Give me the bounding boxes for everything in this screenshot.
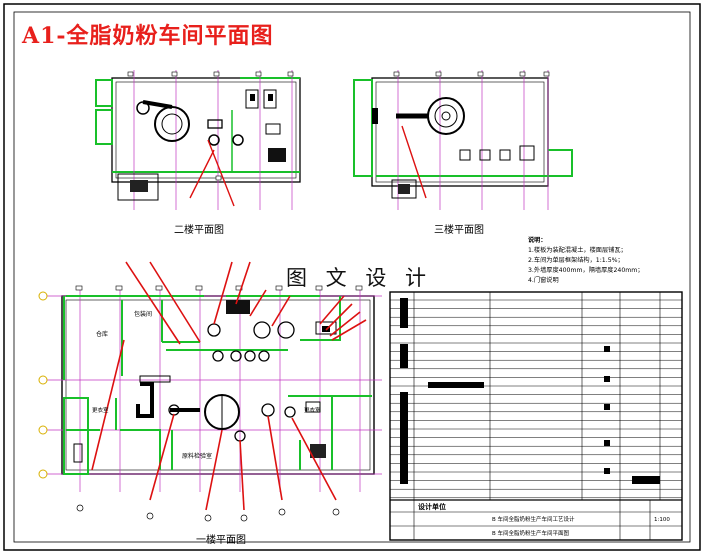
outer-frame (3, 3, 701, 551)
notes-heading: 说明： (528, 237, 547, 244)
room-material-label: 原料检验室 (182, 452, 212, 460)
first-floor-label: 一楼平面图 (196, 533, 246, 546)
inner-frame (13, 11, 691, 543)
project-name: B 车间全脂奶粉生产车间工艺设计 (492, 515, 575, 523)
room-storage-label: 仓库 (96, 330, 108, 338)
room-bag-label: 包装间 (134, 310, 152, 318)
room-changing-left-label: 更衣室 (92, 406, 109, 414)
drawing-scale: 1:100 (654, 517, 670, 523)
drawing-name: B 车间全脂奶粉生产车间平面图 (492, 529, 570, 537)
equipment-table (389, 291, 683, 541)
first-floor-plan (38, 261, 382, 522)
third-floor-plan (353, 70, 573, 210)
drawing-title: A1-全脂奶粉车间平面图 (22, 23, 274, 49)
third-floor-label: 三楼平面图 (434, 223, 484, 236)
watermark-text: 图 文 设 计 (286, 266, 433, 290)
second-floor-label: 二楼平面图 (174, 223, 224, 236)
design-notes: 说明： 1.楼板为装配混凝土，楼面层铺瓦； 2.车间为单层框架结构，1:1.5%… (528, 236, 644, 286)
second-floor-plan (95, 70, 301, 210)
note-line-3: 3.外墙厚度400mm，隔墙厚度240mm； (528, 267, 644, 274)
room-changing-right-label: 更衣室 (304, 406, 321, 414)
design-unit-label: 设计单位 (418, 502, 446, 511)
note-line-4: 4.门窗说明 (528, 277, 559, 284)
note-line-2: 2.车间为单层框架结构，1:1.5%； (528, 257, 624, 264)
note-line-1: 1.楼板为装配混凝土，楼面层铺瓦； (528, 247, 627, 254)
